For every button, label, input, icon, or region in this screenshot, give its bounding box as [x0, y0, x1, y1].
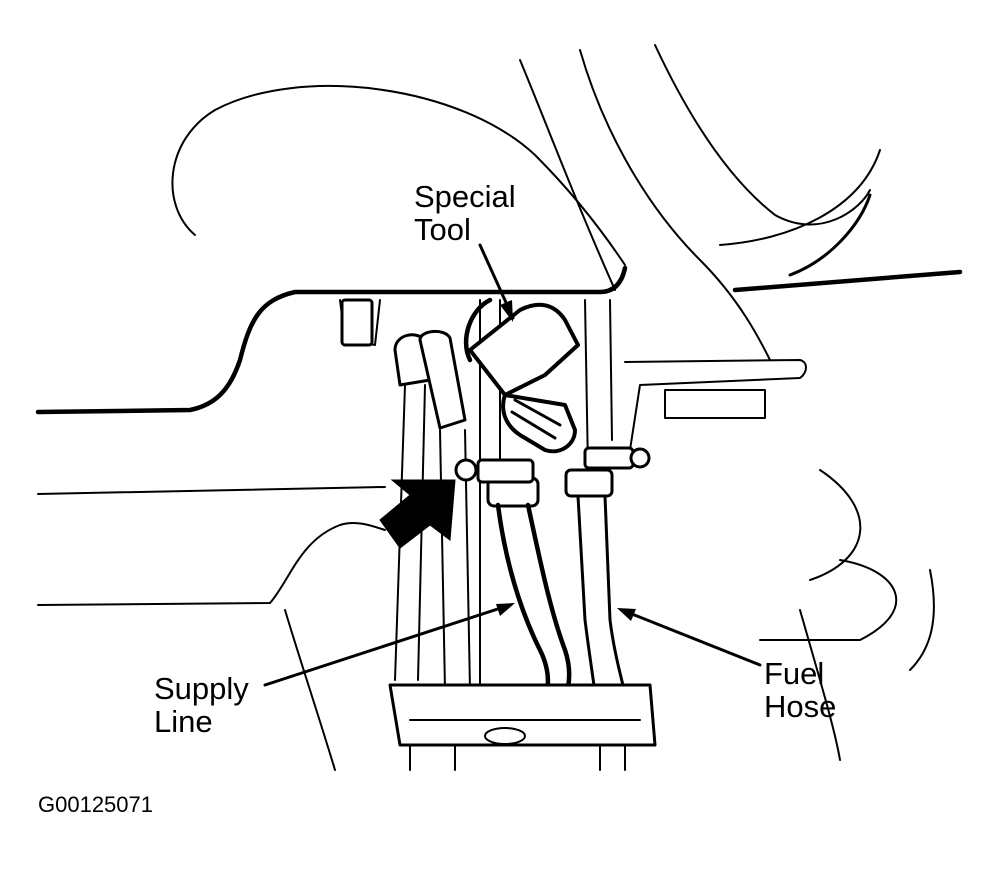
- supply-line-leader: [263, 603, 515, 687]
- frame-horizontal-line: [35, 265, 628, 415]
- right-lower-curve-2: [759, 559, 898, 641]
- rail-far-right: [609, 299, 613, 441]
- right-upper-curve: [719, 149, 881, 246]
- upper-shell-outline: [171, 84, 626, 266]
- left-body-curve: [37, 521, 386, 606]
- injector-stem-right: [417, 384, 426, 681]
- special-tool-label: Special Tool: [414, 179, 516, 247]
- right-slot: [664, 389, 766, 419]
- right-pillar-left-edge: [519, 59, 616, 291]
- supply-line-label: Supply Line: [154, 671, 249, 739]
- frame-right-line: [732, 269, 963, 293]
- supply-line-hose: [486, 476, 572, 718]
- rail-nut: [340, 298, 374, 347]
- bottom-legs: [409, 744, 626, 771]
- right-pillar-right-edge: [654, 44, 871, 226]
- figure-id: G00125071: [38, 792, 153, 817]
- right-block: [624, 359, 807, 451]
- right-lower-curve-1: [809, 469, 862, 581]
- black-pointer-arrow: [379, 479, 456, 549]
- left-body-lower: [284, 609, 336, 771]
- special-tool: [463, 297, 580, 454]
- right-lower-edge: [799, 609, 841, 761]
- bottom-bracket-hole: [484, 727, 526, 745]
- pipe-body: [418, 330, 467, 430]
- bottom-bracket: [388, 683, 657, 747]
- special-tool-leader: [478, 243, 515, 322]
- right-lower-curve-3: [909, 569, 935, 671]
- supply-clamp: [454, 458, 535, 484]
- right-pillar-mid-edge: [579, 49, 771, 361]
- fuel-hose-label: Fuel Hose: [764, 656, 837, 724]
- pipe-lower: [439, 429, 446, 691]
- fuel-hose-leader: [617, 608, 762, 667]
- rail-right-edge: [584, 299, 589, 471]
- fuel-hose: [564, 446, 651, 717]
- right-curl: [788, 193, 872, 277]
- left-line-upper: [37, 486, 386, 495]
